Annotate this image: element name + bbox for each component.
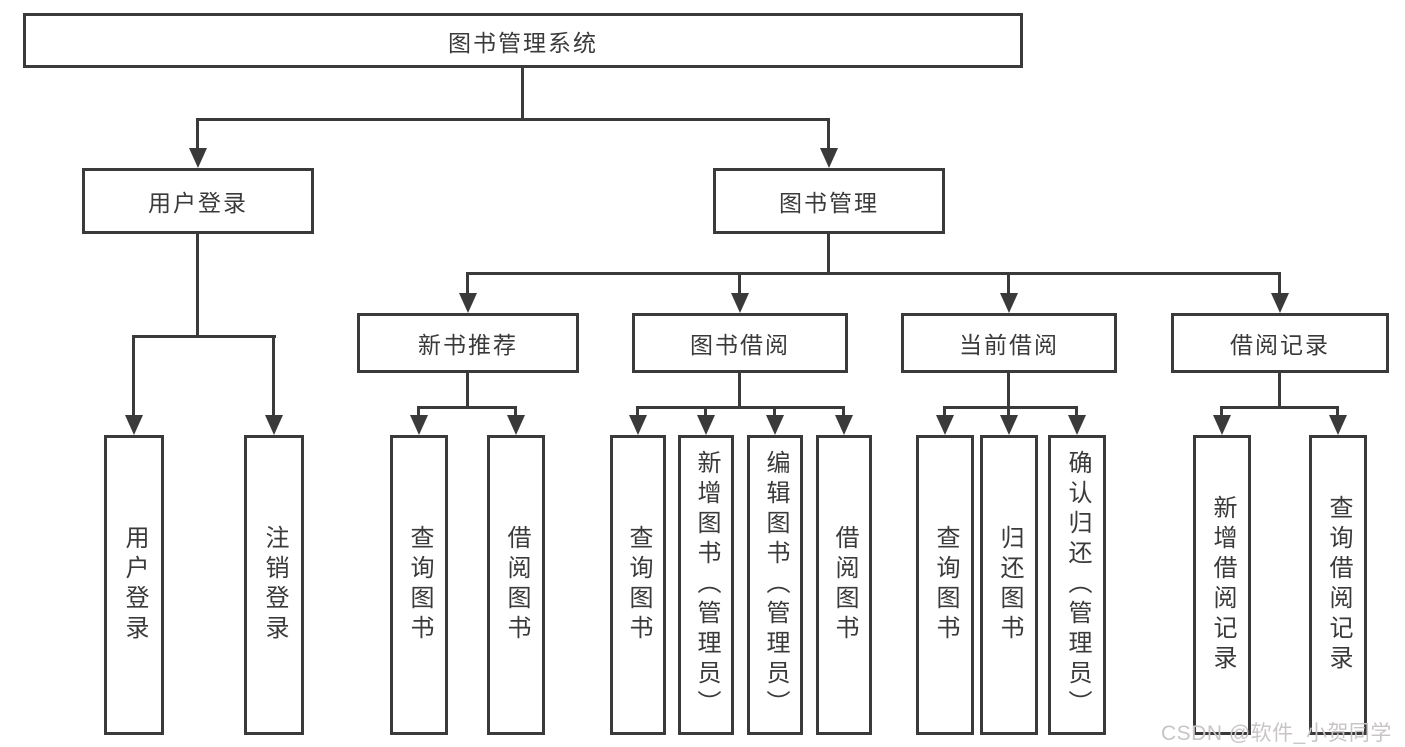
connector-drop-book-mgmt: [827, 118, 830, 152]
leaf-user-login: 用户登录: [104, 435, 164, 735]
leaf-label: 查询借阅记录: [1325, 495, 1352, 675]
arrowhead-icon: [697, 415, 715, 435]
connector-drop-leaf: [1075, 406, 1078, 419]
connector-drop-leaf: [704, 406, 707, 419]
leaf-records-add-borrow-record: 新增借阅记录: [1193, 435, 1251, 735]
leaf-currentborrow-return-books: 归还图书: [980, 435, 1038, 735]
connector-root-bar: [196, 118, 830, 121]
leaf-currentborrow-confirm-return-admin: 确认归还（管理员）: [1048, 435, 1106, 735]
node-new-books: 新书推荐: [357, 313, 579, 373]
leaf-bookborrow-query-books: 查询图书: [610, 435, 666, 735]
connector-borrowrecords-stem: [1278, 373, 1281, 406]
leaf-currentborrow-query-books: 查询图书: [916, 435, 974, 735]
connector-drop-leaf: [1007, 406, 1010, 419]
node-book-borrow-label: 图书借阅: [690, 332, 790, 358]
connector-drop-user-login: [196, 118, 199, 152]
node-user-login-label: 用户登录: [148, 190, 248, 216]
node-borrow-records-label: 借阅记录: [1230, 332, 1330, 358]
node-book-mgmt-label: 图书管理: [779, 190, 879, 216]
connector-currentborrow-stem: [1007, 373, 1010, 406]
node-root-label: 图书管理系统: [448, 29, 598, 56]
connector-userlogin-stem: [196, 234, 199, 335]
leaf-label: 查询图书: [932, 525, 959, 645]
connector-drop-leaf: [1220, 406, 1223, 419]
leaf-logout: 注销登录: [244, 435, 304, 735]
connector-userlogin-bar: [132, 335, 276, 338]
node-new-books-label: 新书推荐: [418, 332, 518, 358]
node-current-borrow-label: 当前借阅: [959, 332, 1059, 358]
arrowhead-icon: [629, 415, 647, 435]
arrowhead-icon: [1213, 415, 1231, 435]
leaf-label: 新增借阅记录: [1209, 495, 1236, 675]
leaf-label: 查询图书: [406, 525, 433, 645]
arrowhead-icon: [731, 293, 749, 313]
leaf-user-login-label: 用户登录: [121, 525, 148, 645]
connector-drop-book-borrow: [738, 272, 741, 297]
leaf-label: 归还图书: [996, 525, 1023, 645]
node-book-mgmt: 图书管理: [713, 168, 945, 234]
connector-drop-leaf: [272, 335, 275, 419]
node-borrow-records: 借阅记录: [1171, 313, 1389, 373]
leaf-label: 新增图书（管理员）: [693, 450, 720, 720]
connector-bookmgmt-bar: [466, 272, 1281, 275]
arrowhead-icon: [507, 415, 525, 435]
arrowhead-icon: [820, 148, 838, 168]
node-book-borrow: 图书借阅: [632, 313, 848, 373]
connector-drop-borrow-records: [1278, 272, 1281, 297]
leaf-logout-label: 注销登录: [261, 525, 288, 645]
connector-drop-current-borrow: [1007, 272, 1010, 297]
leaf-label: 查询图书: [625, 525, 652, 645]
leaf-label: 编辑图书（管理员）: [762, 450, 789, 720]
leaf-bookborrow-add-books-admin: 新增图书（管理员）: [678, 435, 734, 735]
leaf-bookborrow-borrow-books: 借阅图书: [816, 435, 872, 735]
arrowhead-icon: [1068, 415, 1086, 435]
connector-drop-leaf: [842, 406, 845, 419]
arrowhead-icon: [1329, 415, 1347, 435]
node-current-borrow: 当前借阅: [901, 313, 1117, 373]
connector-drop-leaf: [132, 335, 135, 419]
connector-drop-leaf: [773, 406, 776, 419]
arrowhead-icon: [410, 415, 428, 435]
connector-borrowrecords-bar: [1220, 406, 1339, 409]
connector-drop-new-books: [466, 272, 469, 297]
connector-root-stem: [521, 67, 524, 118]
connector-newbooks-bar: [417, 406, 517, 409]
leaf-newbooks-query-books: 查询图书: [390, 435, 448, 735]
arrowhead-icon: [835, 415, 853, 435]
connector-drop-leaf: [636, 406, 639, 419]
connector-drop-leaf: [514, 406, 517, 419]
arrowhead-icon: [459, 293, 477, 313]
connector-drop-leaf: [1336, 406, 1339, 419]
arrowhead-icon: [1000, 293, 1018, 313]
leaf-label: 借阅图书: [831, 525, 858, 645]
arrowhead-icon: [766, 415, 784, 435]
connector-drop-leaf: [417, 406, 420, 419]
connector-bookmgmt-stem: [827, 234, 830, 272]
arrowhead-icon: [1000, 415, 1018, 435]
leaf-records-query-borrow-record: 查询借阅记录: [1309, 435, 1367, 735]
leaf-bookborrow-edit-books-admin: 编辑图书（管理员）: [747, 435, 803, 735]
leaf-label: 确认归还（管理员）: [1064, 450, 1091, 720]
arrowhead-icon: [189, 148, 207, 168]
connector-bookborrow-stem: [738, 373, 741, 406]
arrowhead-icon: [125, 415, 143, 435]
leaf-label: 借阅图书: [503, 525, 530, 645]
connector-newbooks-stem: [466, 373, 469, 406]
leaf-newbooks-borrow-books: 借阅图书: [487, 435, 545, 735]
connector-bookborrow-bar: [636, 406, 845, 409]
connector-drop-leaf: [943, 406, 946, 419]
arrowhead-icon: [936, 415, 954, 435]
arrowhead-icon: [265, 415, 283, 435]
arrowhead-icon: [1271, 293, 1289, 313]
node-user-login: 用户登录: [82, 168, 314, 234]
connector-currentborrow-bar: [943, 406, 1078, 409]
node-root: 图书管理系统: [23, 13, 1023, 68]
